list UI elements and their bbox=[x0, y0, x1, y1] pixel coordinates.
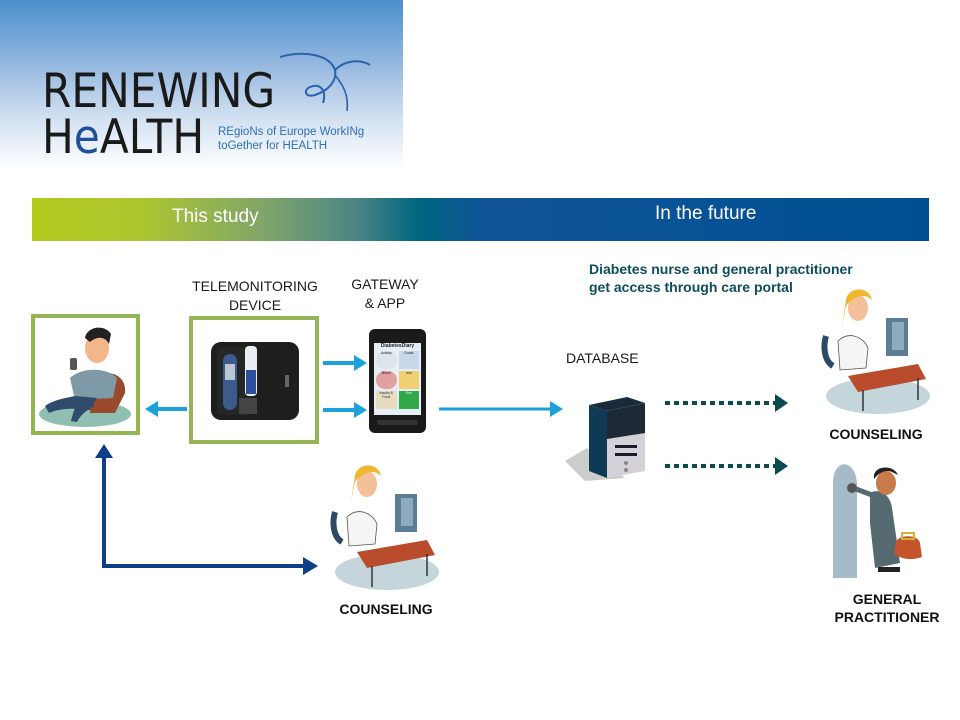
banner-in-the-future: In the future bbox=[655, 203, 757, 224]
banner-this-study: This study bbox=[172, 206, 259, 227]
app-title: DiabetesDiary bbox=[380, 343, 415, 349]
logo-word-health: HeALTH bbox=[42, 114, 204, 161]
database-label: DATABASE bbox=[566, 350, 639, 366]
arrow-gateway-to-database bbox=[439, 401, 563, 417]
app-tile-insulin-food[interactable]: Insulin & Food bbox=[376, 391, 397, 409]
nurse-counseling-future-illustration-icon bbox=[821, 289, 930, 414]
app-tile-blood[interactable]: Blood bbox=[376, 371, 397, 389]
logo-e-accent: e bbox=[73, 110, 100, 165]
arrow-database-to-counseling-dotted bbox=[665, 394, 788, 412]
logo-background bbox=[0, 0, 403, 170]
app-tile-activity[interactable]: Activity bbox=[376, 351, 397, 369]
counseling-future-label: COUNSELING bbox=[829, 426, 923, 442]
phone-nav-bar bbox=[377, 420, 418, 425]
logo-tagline-1: REgioNs of Europe WorkINg bbox=[218, 126, 365, 138]
counseling-current-label: COUNSELING bbox=[339, 601, 433, 617]
smartphone-gateway: DiabetesDiary Activity Goals Blood Info … bbox=[369, 329, 426, 433]
app-tile-exit[interactable]: Exit bbox=[398, 391, 419, 409]
database-server-icon bbox=[565, 397, 645, 481]
arrow-device-to-gateway-2 bbox=[323, 402, 367, 418]
logo-h: H bbox=[42, 110, 74, 165]
future-access-note: Diabetes nurse and general practitioner … bbox=[589, 261, 853, 295]
phase-banner bbox=[32, 198, 929, 241]
logo-word-renewing: RENEWING bbox=[42, 64, 276, 119]
glucose-meter-kit-icon bbox=[211, 342, 299, 420]
telemonitoring-device-box bbox=[189, 316, 319, 444]
logo-tagline-2: toGether for HEALTH bbox=[218, 140, 328, 152]
gateway-label: GATEWAY & APP bbox=[351, 276, 419, 311]
app-screen: DiabetesDiary Activity Goals Blood Info … bbox=[374, 343, 421, 415]
patient-box bbox=[31, 314, 140, 435]
general-practitioner-illustration-icon bbox=[833, 464, 922, 578]
arrow-device-to-patient bbox=[145, 401, 187, 417]
app-tile-goals[interactable]: Goals bbox=[398, 351, 419, 369]
arrow-device-to-gateway-1 bbox=[323, 355, 367, 371]
app-tile-info[interactable]: Info bbox=[398, 371, 419, 389]
patient-illustration-icon bbox=[39, 327, 131, 427]
arrow-counseling-patient-loop bbox=[95, 444, 318, 575]
logo-alth: ALTH bbox=[99, 110, 205, 165]
nurse-counseling-illustration-icon bbox=[330, 465, 439, 590]
bird-logo-icon bbox=[279, 52, 371, 112]
general-practitioner-label: GENERAL PRACTITIONER bbox=[834, 591, 940, 625]
arrow-database-to-gp-dotted bbox=[665, 457, 788, 475]
telemonitoring-label: TELEMONITORING DEVICE bbox=[192, 278, 318, 313]
